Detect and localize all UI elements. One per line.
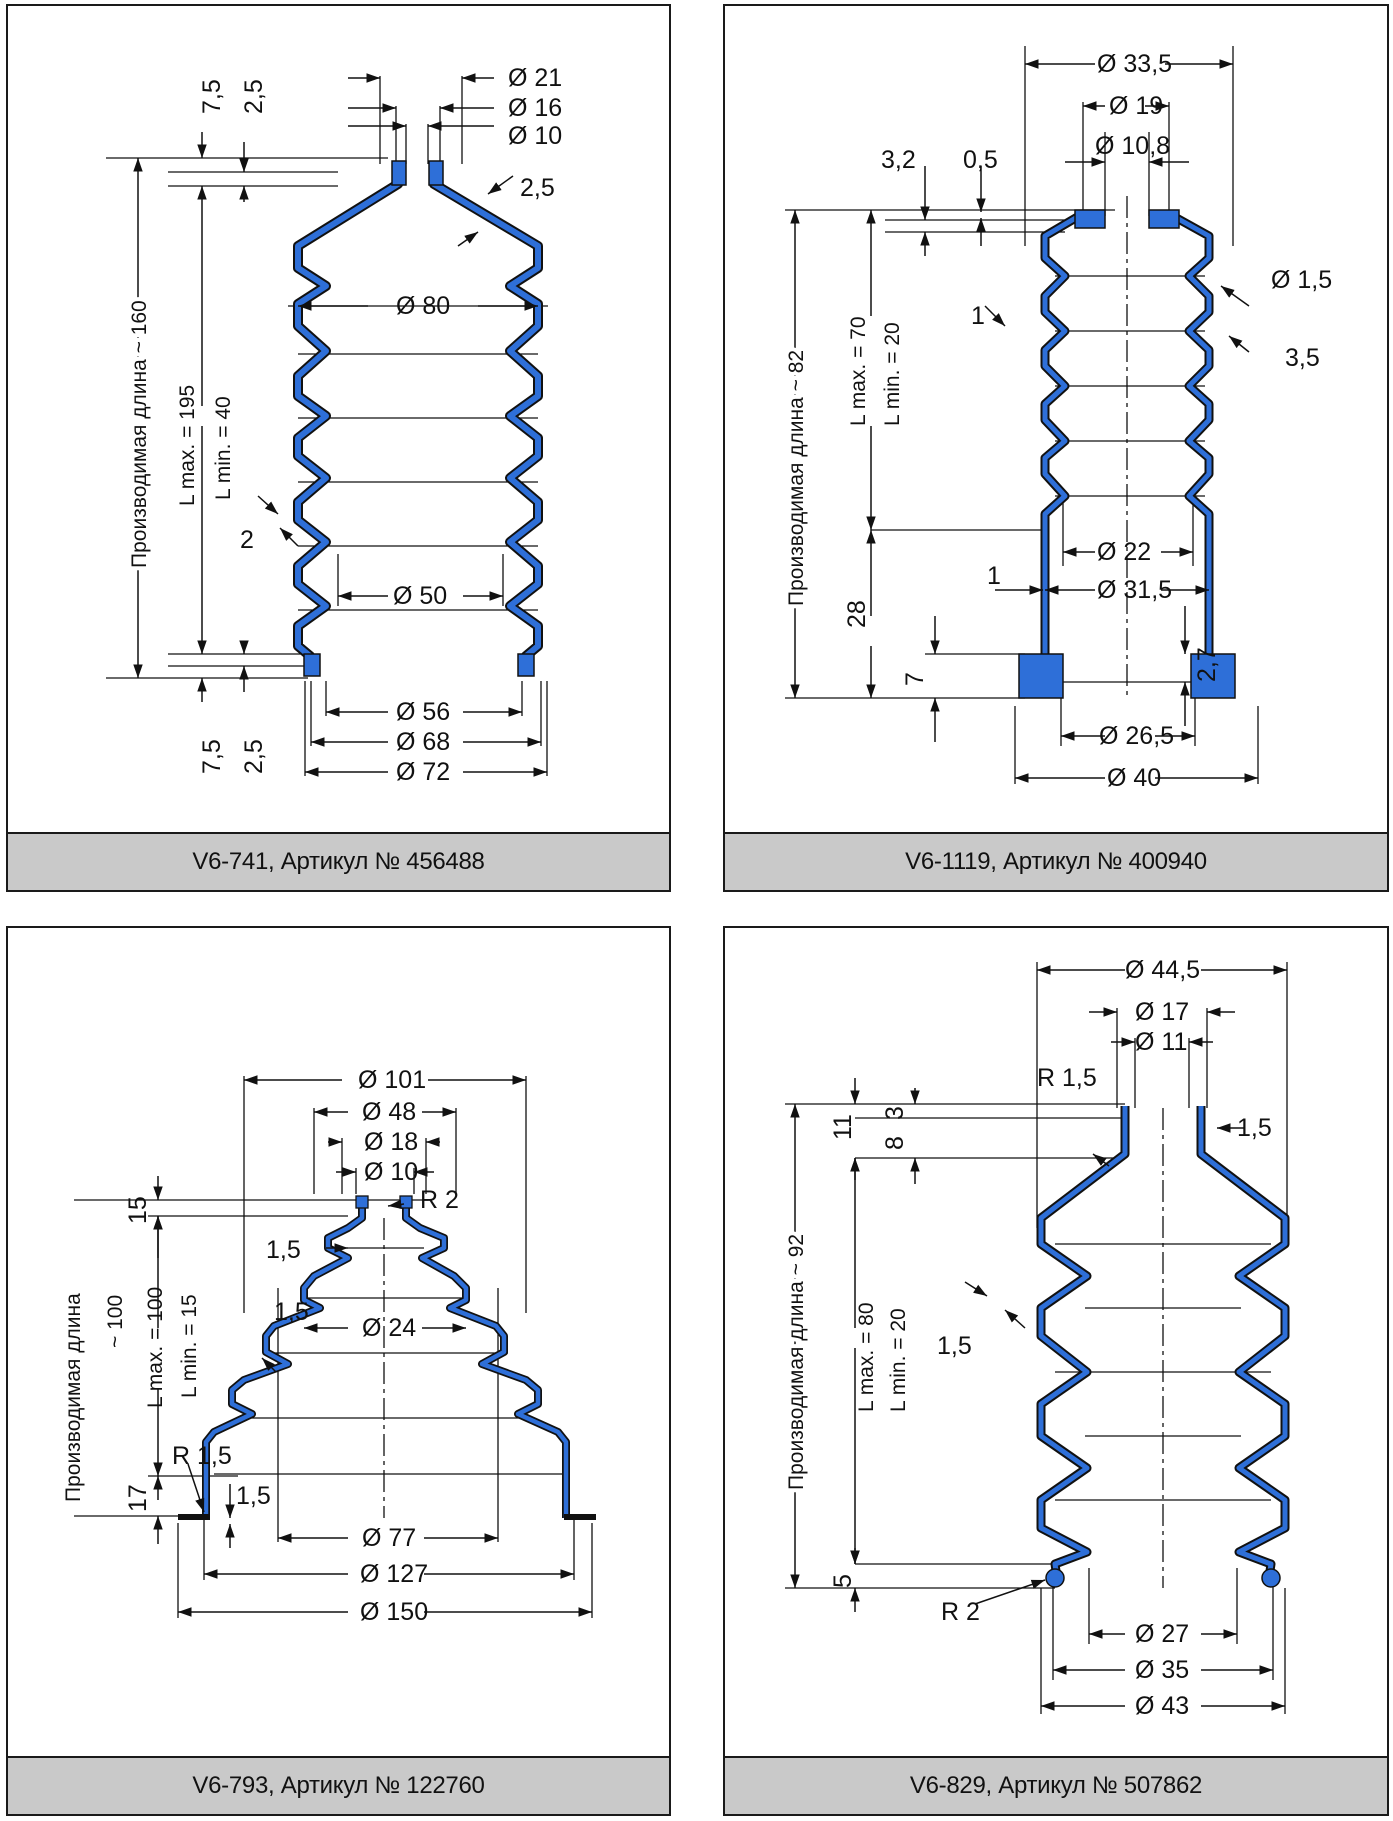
panel-caption: V6-1119, Артикул № 400940 (725, 832, 1387, 890)
dim-bot-75: 7,5 (198, 739, 226, 774)
dim-prod-length: Производимая длина ~ 82 (785, 350, 808, 606)
bellows-drawing-v6-741: Ø 21 Ø 16 Ø 10 2,5 Ø 80 2 Ø 50 Ø 56 Ø 68… (106, 64, 562, 786)
dim-h7: 7 (901, 672, 929, 686)
dim-lmin: L min. = 20 (887, 1308, 910, 1412)
dim-d80: Ø 80 (396, 292, 450, 320)
dim-r15: R 1,5 (1037, 1064, 1097, 1092)
dim-d77: Ø 77 (362, 1524, 416, 1552)
dim-h28: 28 (843, 600, 871, 628)
dim-d56: Ø 56 (396, 698, 450, 726)
drawing-panel-v6-829: Ø 44,5 Ø 17 Ø 11 R 1,5 1,5 1,5 R 2 Ø 27 … (723, 926, 1389, 1816)
dim-d15: Ø 1,5 (1271, 266, 1332, 294)
dim-d127: Ø 127 (360, 1560, 428, 1588)
drawing-panel-v6-1119: Ø 33,5 Ø 19 Ø 10,8 3,2 0,5 Ø 1,5 3,5 1 Ø… (723, 4, 1389, 892)
dim-t15: 1,5 (1237, 1114, 1272, 1142)
dim-bot-25: 2,5 (240, 739, 268, 774)
dim-d35: Ø 35 (1135, 1656, 1189, 1684)
dim-d50: Ø 50 (393, 582, 447, 610)
dim-lmax: L max. = 80 (855, 1302, 878, 1412)
dim-d335: Ø 33,5 (1097, 50, 1172, 78)
dim-d19: Ø 19 (1109, 92, 1163, 120)
dim-h3: 3 (881, 1106, 909, 1120)
dim-t15-fold: 1,5 (937, 1332, 972, 1360)
dim-r2: R 2 (420, 1186, 459, 1214)
bellows-drawing-v6-1119: Ø 33,5 Ø 19 Ø 10,8 3,2 0,5 Ø 1,5 3,5 1 Ø… (781, 46, 1332, 792)
dim-t15-b: 1,5 (274, 1298, 309, 1326)
dim-d22: Ø 22 (1097, 538, 1151, 566)
dim-d68: Ø 68 (396, 728, 450, 756)
panel-caption: V6-741, Артикул № 456488 (8, 832, 669, 890)
dim-d150: Ø 150 (360, 1598, 428, 1626)
dim-d27: Ø 27 (1135, 1620, 1189, 1648)
dim-top-75: 7,5 (198, 79, 226, 114)
dim-d265: Ø 26,5 (1099, 722, 1174, 750)
dim-t1: 1 (971, 302, 985, 330)
dim-d21: Ø 21 (508, 64, 562, 92)
dim-prod-length: Производимая длина ~ 160 (128, 300, 151, 568)
dim-h8: 8 (881, 1136, 909, 1150)
dim-r15: R 1,5 (172, 1442, 232, 1470)
dim-h27: 2,7 (1193, 647, 1221, 682)
dim-lmax: L max. = 195 (176, 385, 199, 506)
drawing-panel-v6-793: Ø 101 Ø 48 Ø 18 Ø 10 R 2 1,5 1,5 Ø 24 R … (6, 926, 671, 1816)
dim-top-25: 2,5 (240, 79, 268, 114)
dim-r2: R 2 (941, 1598, 980, 1626)
dim-t2: 1 (987, 562, 1001, 590)
dim-fold: 2 (240, 526, 254, 554)
dim-d445: Ø 44,5 (1125, 956, 1200, 984)
dim-h32: 3,2 (881, 146, 916, 174)
dim-d101: Ø 101 (358, 1066, 426, 1094)
dim-lmax: L max. = 70 (847, 316, 870, 426)
panel-caption: V6-829, Артикул № 507862 (725, 1756, 1387, 1814)
dim-d18: Ø 18 (364, 1128, 418, 1156)
dim-h11: 11 (829, 1114, 857, 1140)
dim-d43: Ø 43 (1135, 1692, 1189, 1720)
dim-lmin: L min. = 15 (178, 1294, 201, 1398)
dim-d72: Ø 72 (396, 758, 450, 786)
dim-prod-length-1: Производимая длина (62, 1293, 85, 1502)
dim-lmin: L min. = 40 (212, 396, 235, 500)
dim-d11: Ø 11 (1135, 1028, 1187, 1056)
dim-d48: Ø 48 (362, 1098, 416, 1126)
dim-h5: 5 (829, 1574, 857, 1588)
dim-d10: Ø 10 (508, 122, 562, 150)
bellows-drawing-v6-793: Ø 101 Ø 48 Ø 18 Ø 10 R 2 1,5 1,5 Ø 24 R … (58, 1066, 596, 1626)
dim-d17: Ø 17 (1135, 998, 1189, 1026)
dim-d16: Ø 16 (508, 94, 562, 122)
dim-lmin: L min. = 20 (881, 322, 904, 426)
dim-prod-length: Производимая длина ~ 92 (785, 1234, 808, 1490)
dim-prod-length-2: ~ 100 (104, 1295, 127, 1348)
dim-wall: 2,5 (520, 174, 555, 202)
dim-t15-a: 1,5 (266, 1236, 301, 1264)
dim-h17: 17 (124, 1484, 152, 1512)
dim-d40: Ø 40 (1107, 764, 1161, 792)
dim-d108: Ø 10,8 (1095, 132, 1170, 160)
dim-t15-c: 1,5 (236, 1482, 271, 1510)
dim-lmax: L max. = 100 (144, 1287, 167, 1408)
drawing-panel-v6-741: Ø 21 Ø 16 Ø 10 2,5 Ø 80 2 Ø 50 Ø 56 Ø 68… (6, 4, 671, 892)
bellows-drawing-v6-829: Ø 44,5 Ø 17 Ø 11 R 1,5 1,5 1,5 R 2 Ø 27 … (781, 956, 1290, 1720)
dim-h15: 15 (124, 1196, 152, 1224)
dim-35: 3,5 (1285, 344, 1320, 372)
dim-h05: 0,5 (963, 146, 998, 174)
panel-caption: V6-793, Артикул № 122760 (8, 1756, 669, 1814)
dim-d10: Ø 10 (364, 1158, 418, 1186)
dim-d24: Ø 24 (362, 1314, 416, 1342)
dim-d315: Ø 31,5 (1097, 576, 1172, 604)
